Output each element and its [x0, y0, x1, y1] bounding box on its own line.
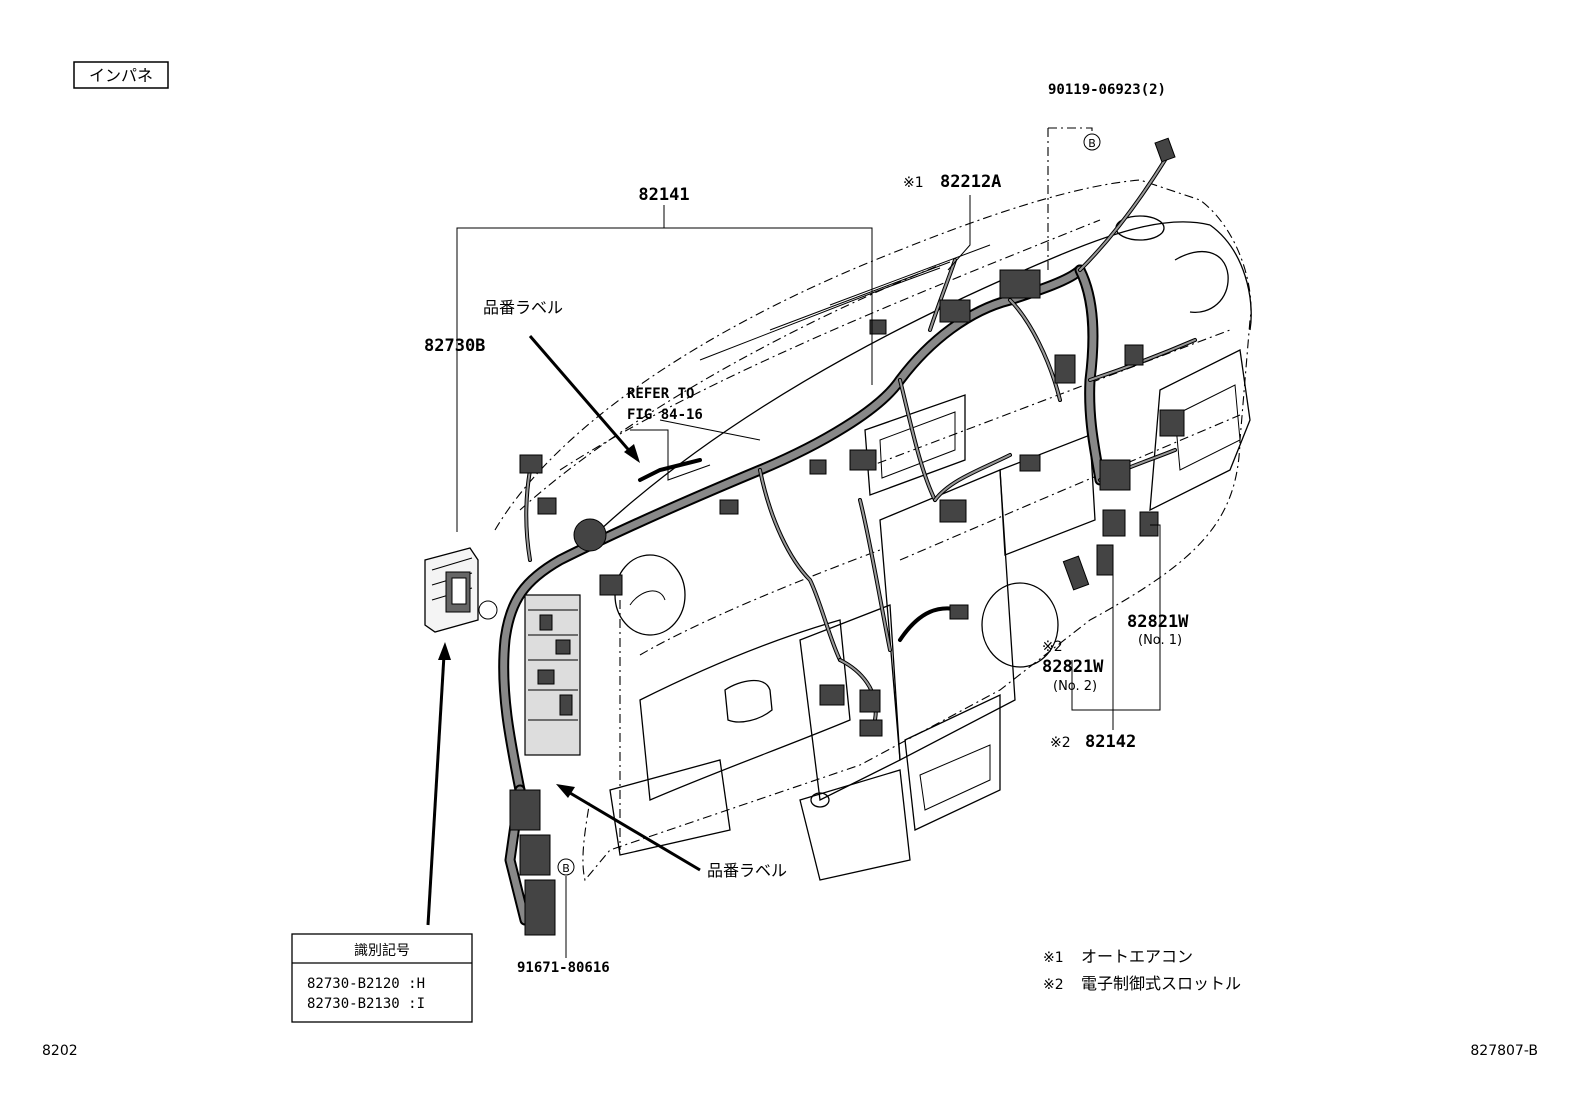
page-number-right: 827807-B — [1470, 1043, 1538, 1059]
aircon-mark: ※1 — [903, 175, 924, 191]
wire-no1-part-number: 82821W — [1127, 612, 1189, 632]
ref-b-bottom: B — [562, 862, 570, 875]
relay-block-82730b — [424, 547, 479, 633]
id-table-row-1: 82730-B2120 :H — [307, 976, 425, 992]
main-harness — [498, 158, 1197, 926]
instrument-panel-body — [559, 215, 1252, 881]
wire-no2-mark: ※2 — [1042, 639, 1063, 655]
label-bottom: 品番ラベル — [707, 861, 787, 880]
page-number-left: 8202 — [42, 1043, 78, 1059]
id-table-row-2: 82730-B2130 :I — [307, 996, 425, 1012]
refer-line2: FIG 84-16 — [627, 407, 703, 423]
id-table-title: 識別記号 — [354, 942, 410, 959]
part-labels: 90119-06923(2) B 82141 ※1 82212A 82730B … — [424, 82, 1189, 976]
block-part-number: 82730B — [424, 336, 485, 356]
clamp-part-number: 91671-80616 — [517, 960, 610, 976]
wire-no2-part-number: 82821W — [1042, 657, 1104, 677]
section-label-text: インパネ — [89, 66, 153, 85]
legend-text-1: オートエアコン — [1081, 947, 1193, 966]
legend-mark-2: ※2 — [1043, 977, 1064, 993]
section-label: インパネ — [73, 61, 169, 89]
leaders — [456, 127, 1161, 958]
throttle-wire-part-number: 82142 — [1085, 732, 1136, 752]
footer: 8202 827807-B — [42, 1043, 1538, 1059]
main-harness-part-number: 82141 — [638, 185, 689, 205]
ref-b-top: B — [1088, 137, 1096, 150]
connectors — [478, 137, 1185, 936]
legend: ※1 オートエアコン ※2 電子制御式スロットル — [1043, 947, 1241, 993]
label-top: 品番ラベル — [483, 298, 563, 317]
refer-line1: REFER TO — [627, 386, 694, 402]
wire-no1-sub: (No. 1) — [1138, 633, 1182, 648]
throttle-mark: ※2 — [1050, 735, 1071, 751]
aircon-wire-part-number: 82212A — [940, 172, 1001, 192]
wire-no2-sub: (No. 2) — [1053, 679, 1097, 694]
id-table: 識別記号 82730-B2120 :H 82730-B2130 :I — [291, 933, 473, 1023]
legend-mark-1: ※1 — [1043, 950, 1064, 966]
arrows — [426, 335, 701, 926]
legend-text-2: 電子制御式スロットル — [1081, 974, 1241, 993]
bolt-part-number: 90119-06923(2) — [1048, 82, 1166, 98]
instrument-panel-outline — [494, 179, 1252, 882]
